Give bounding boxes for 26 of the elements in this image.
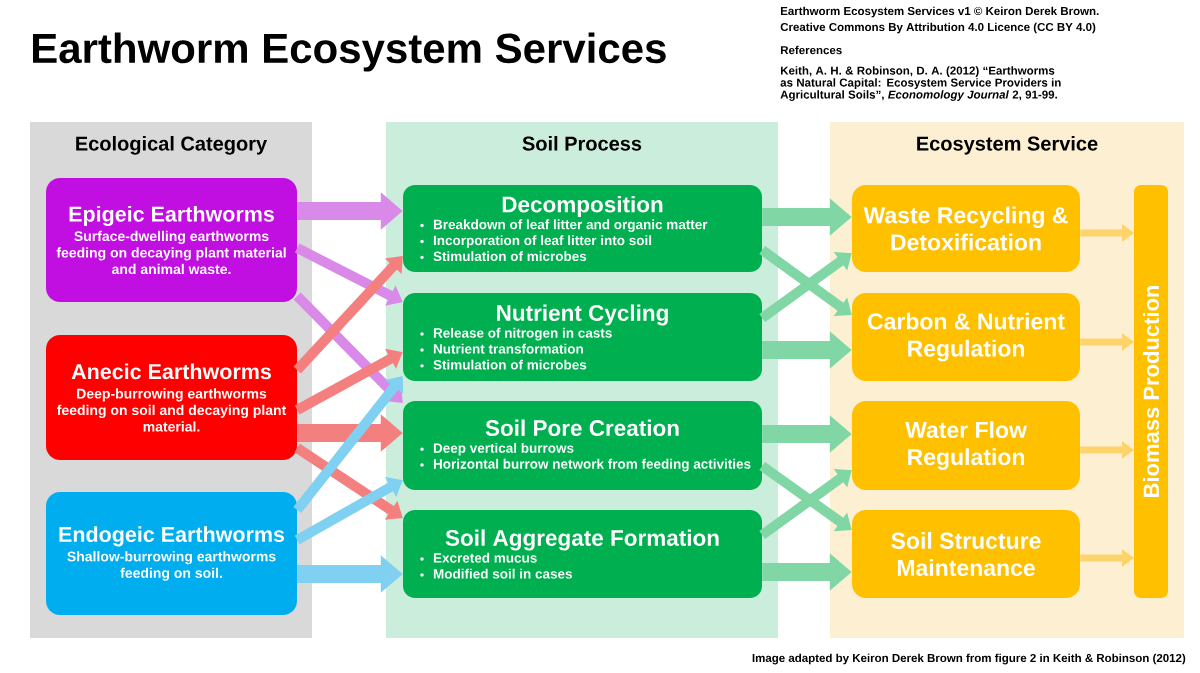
license-note: Creative Commons By Attribution 4.0 Licence (CC BY 4.0)	[780, 22, 1096, 34]
credit-note: Image adapted by Keiron Derek Brown from figure 2 in Keith & Robinson (2012)	[752, 653, 1186, 665]
category-box: Anecic Earthworms Deep-burrowing earthworms feeding on soil and decaying plant material.	[46, 335, 297, 460]
arrow	[293, 292, 403, 403]
process-box: Soil Pore Creation Deep vertical burrows Horizontal burrow network from feeding activities	[403, 401, 762, 490]
arrow	[294, 443, 403, 520]
service-box: Soil Structure Maintenance	[852, 510, 1080, 598]
category-box: Epigeic Earthworms Surface-dwelling earthworms feeding on decaying plant material and animal waste.	[46, 178, 297, 302]
process-box: Decomposition Breakdown of leaf litter and organic matter Incorporation of leaf litter into soil Stimulation of microbes	[403, 185, 762, 272]
reference-text: Keith, A. H. & Robinson, D. A. (2012) “Earthworms as Natural Capital: Ecosystem Service Providers in Agricultural Soils”, Economology Journal 2, 91-99.	[780, 66, 1061, 101]
arrow	[294, 243, 403, 306]
service-box: Water Flow Regulation	[852, 401, 1080, 490]
category-box: Endogeic Earthworms Shallow-burrowing earthworms feeding on soil.	[46, 492, 297, 615]
service-box: Carbon & Nutrient Regulation	[852, 293, 1080, 381]
arrow	[294, 348, 403, 415]
service-bar: Biomass Production	[1134, 185, 1168, 598]
service-box: Waste Recycling & Detoxification	[852, 185, 1080, 272]
arrow	[294, 476, 403, 545]
references-heading: References	[781, 45, 842, 55]
arrow	[293, 376, 404, 514]
process-box: Nutrient Cycling Release of nitrogen in casts Nutrient transformation Stimulation of microbes	[403, 293, 762, 381]
arrow	[293, 256, 403, 374]
copyright-note: Earthworm Ecosystem Services v1 © Keiron Derek Brown.	[781, 6, 1099, 18]
arrow	[759, 468, 852, 540]
process-box: Soil Aggregate Formation Excreted mucus Modified soil in cases	[403, 510, 762, 598]
title: Earthworm Ecosystem Services	[33, 32, 666, 72]
